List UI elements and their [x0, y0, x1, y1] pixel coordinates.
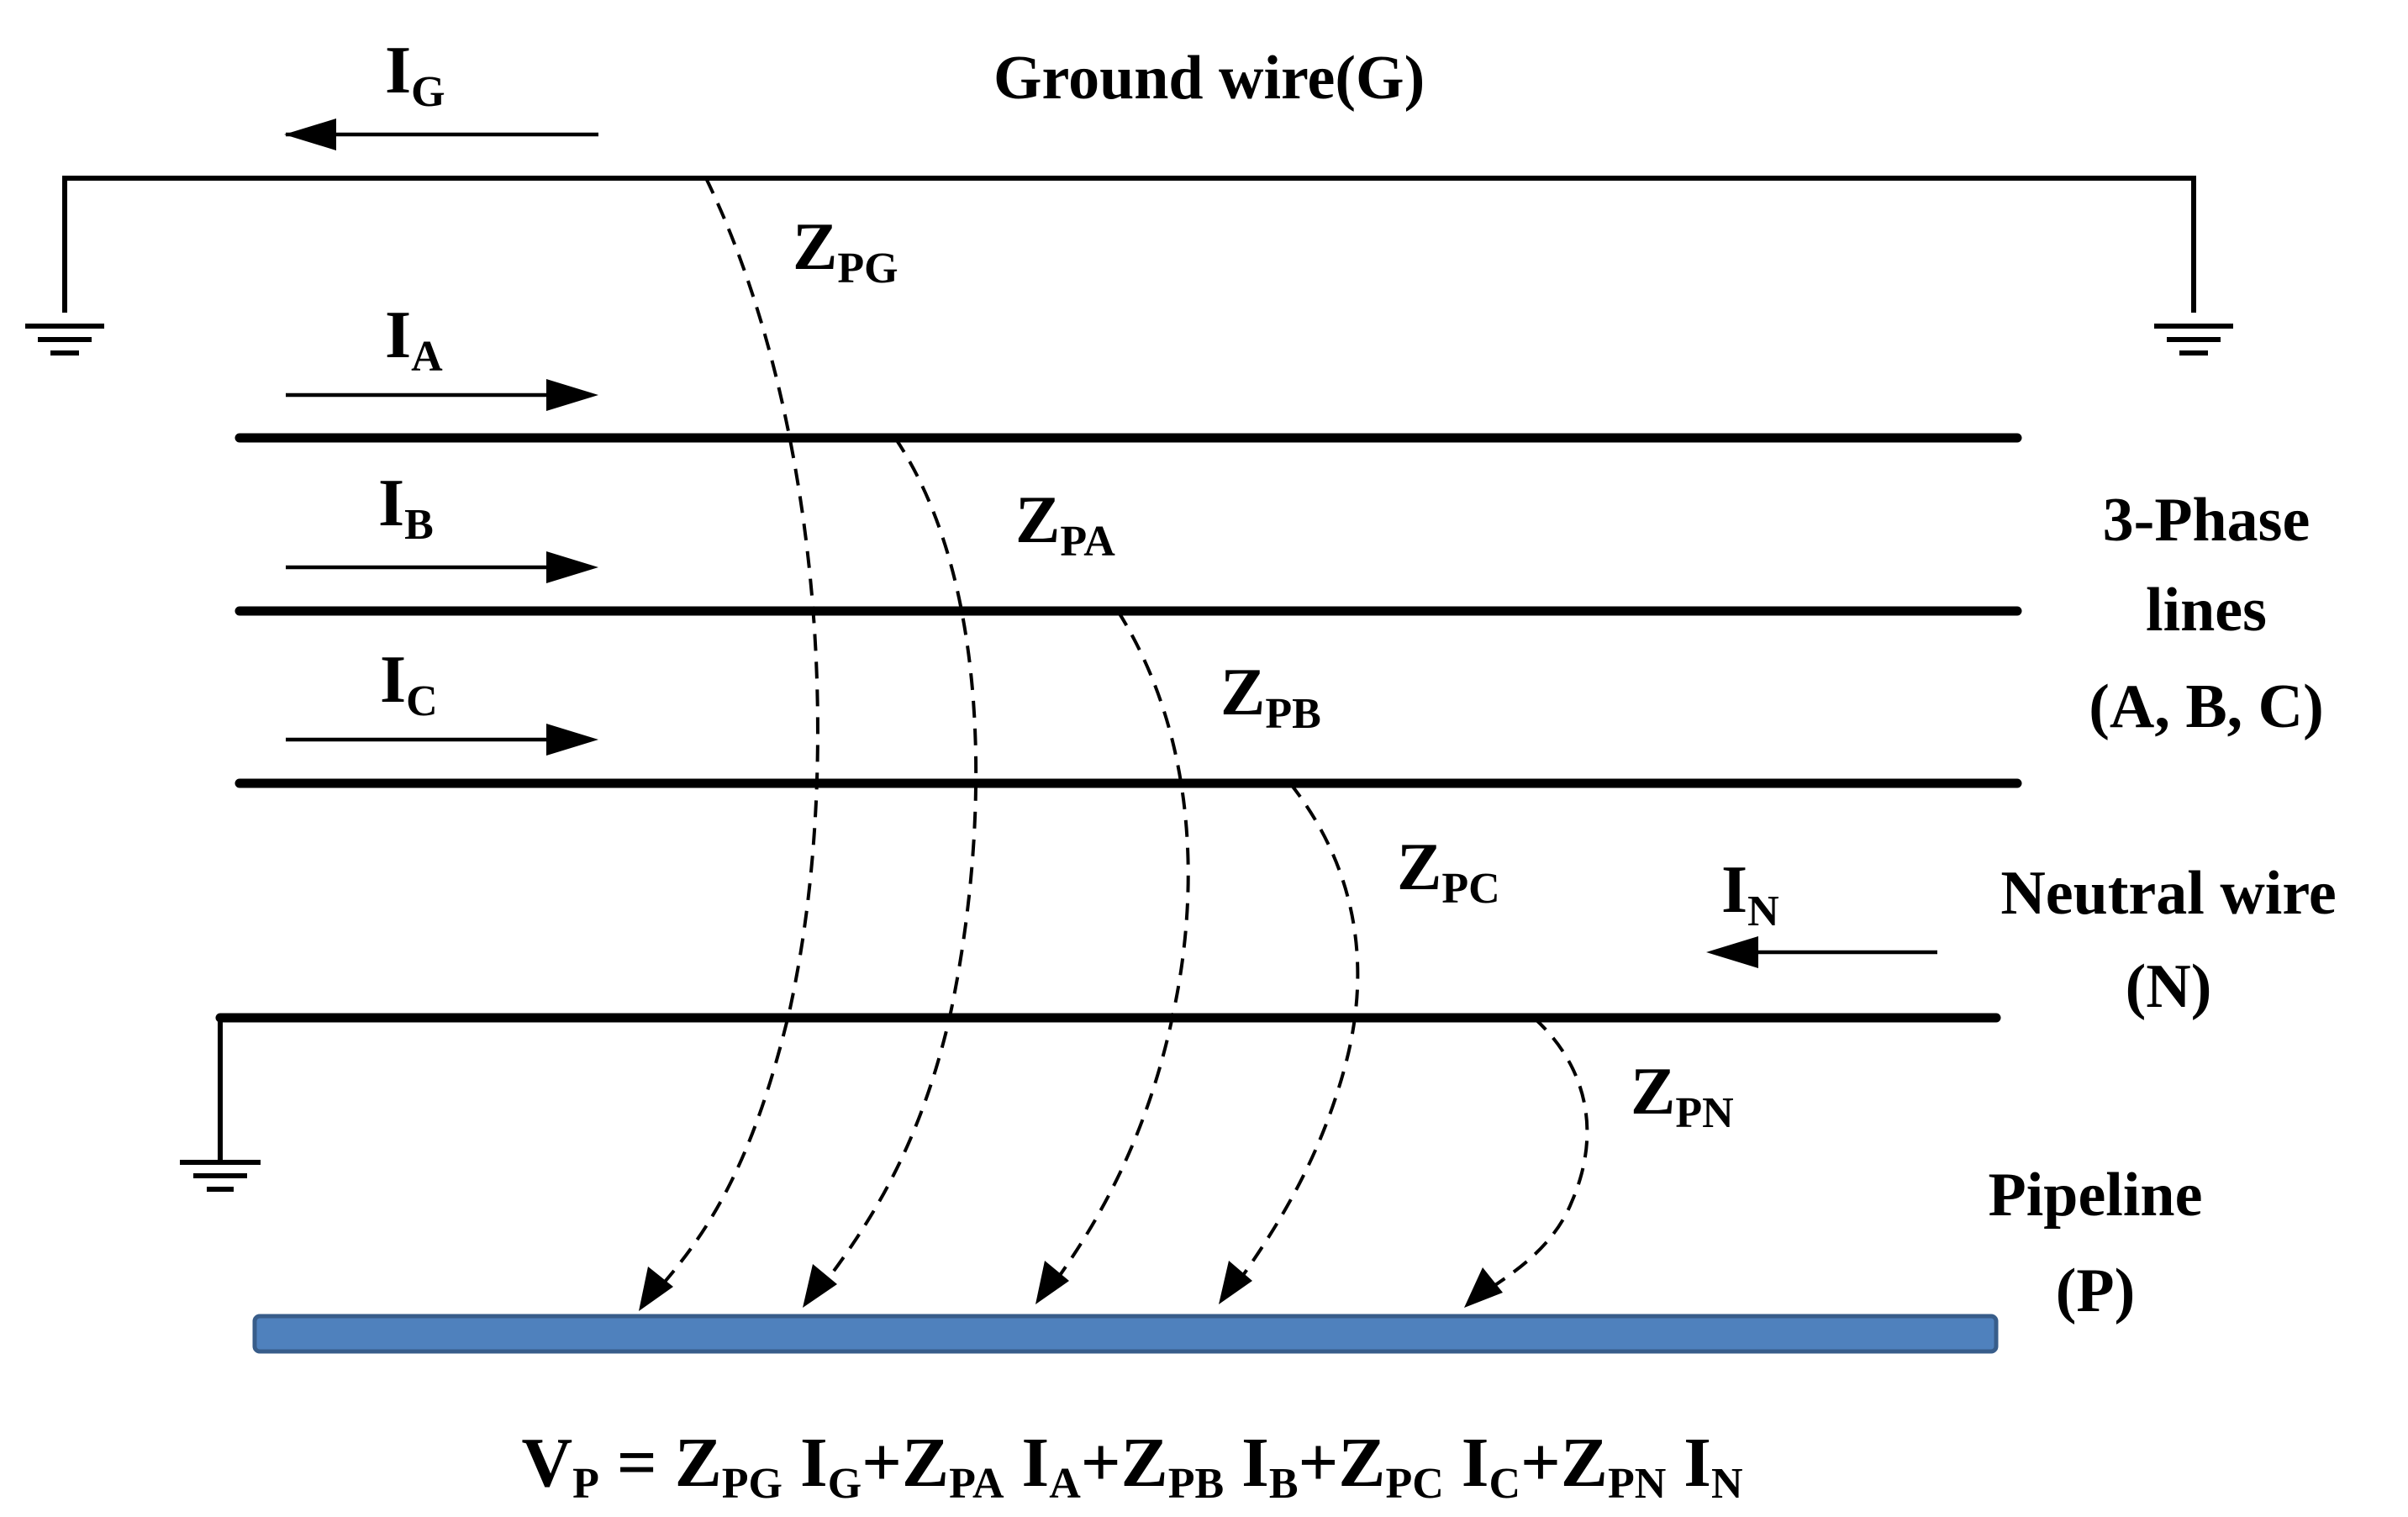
svg-text:(P): (P)	[2056, 1256, 2136, 1325]
current-label-in: IN	[1721, 853, 1779, 935]
svg-text:Pipeline: Pipeline	[1989, 1161, 2203, 1230]
impedance-label-zpn: ZPN	[1631, 1055, 1734, 1137]
current-arrow-ia	[286, 379, 598, 411]
current-label-ig: IG	[385, 34, 445, 116]
coupling-curve-pn	[1464, 1016, 1589, 1308]
svg-text:lines: lines	[2146, 576, 2267, 645]
current-label-ib: IB	[378, 466, 434, 549]
neutral-ground-connection	[180, 1018, 261, 1192]
impedance-label-zpg: ZPG	[793, 210, 898, 292]
svg-text:3-Phase: 3-Phase	[2103, 486, 2311, 555]
impedance-label-zpc: ZPC	[1397, 830, 1500, 913]
impedance-label-zpb: ZPB	[1220, 656, 1321, 738]
current-label-ia: IA	[385, 298, 443, 381]
coupling-curve-pb	[1035, 609, 1190, 1304]
coupling-curve-pg	[639, 177, 819, 1311]
current-arrow-in	[1706, 936, 1937, 968]
current-label-ic: IC	[380, 643, 438, 725]
neutral-wire-label: Neutral wire (N)	[2000, 859, 2336, 1021]
coupling-curve-pa	[803, 436, 978, 1308]
svg-text:(A, B, C): (A, B, C)	[2089, 672, 2324, 741]
current-arrow-ib	[286, 551, 598, 583]
svg-text:(N): (N)	[2126, 952, 2212, 1021]
current-arrow-ic	[286, 724, 598, 756]
pipeline-label: Pipeline (P)	[1989, 1161, 2203, 1325]
ground-wire	[62, 176, 2196, 313]
ground-wire-label: Ground wire(G)	[993, 44, 1425, 113]
current-arrow-ig	[284, 119, 598, 150]
ground-symbol-left	[25, 324, 104, 356]
svg-text:Neutral wire: Neutral wire	[2000, 859, 2336, 928]
phase-lines-label: 3-Phase lines (A, B, C)	[2089, 486, 2324, 741]
pipeline-bar	[252, 1314, 1999, 1354]
voltage-equation: VP = ZPG IG+ZPA IA+ZPB IB+ZPC IC+ZPN IN	[521, 1424, 1742, 1508]
coupling-curve-pc	[1219, 782, 1360, 1304]
impedance-label-zpa: ZPA	[1015, 483, 1115, 566]
ground-symbol-right	[2154, 324, 2233, 356]
